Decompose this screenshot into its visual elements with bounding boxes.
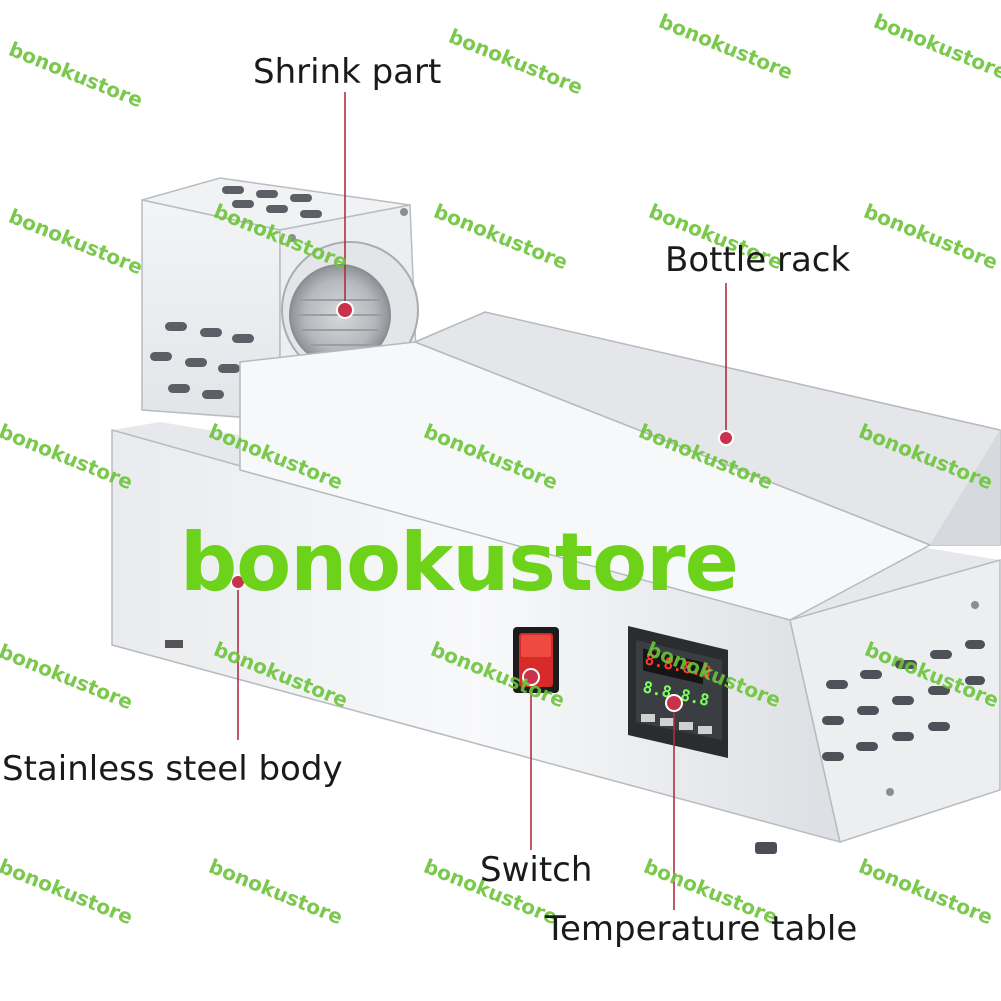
label-switch: Switch <box>480 850 593 890</box>
brand-watermark: bonokustore <box>180 516 739 609</box>
leader-lines <box>237 92 727 910</box>
label-shrink-part: Shrink part <box>253 52 442 92</box>
temperature-marker <box>665 694 683 712</box>
label-temperature-table: Temperature table <box>545 909 858 949</box>
label-stainless-steel-body: Stainless steel body <box>2 749 343 789</box>
temperature-controller: 8.8.8.8 8.8.8.8 <box>628 626 728 758</box>
switch-marker <box>522 668 540 686</box>
body-marker <box>230 574 246 590</box>
bottle-rack-marker <box>718 430 734 446</box>
bottle-rack <box>239 311 1001 621</box>
label-bottle-rack: Bottle rack <box>665 240 851 280</box>
shrink-part-marker <box>336 301 354 319</box>
